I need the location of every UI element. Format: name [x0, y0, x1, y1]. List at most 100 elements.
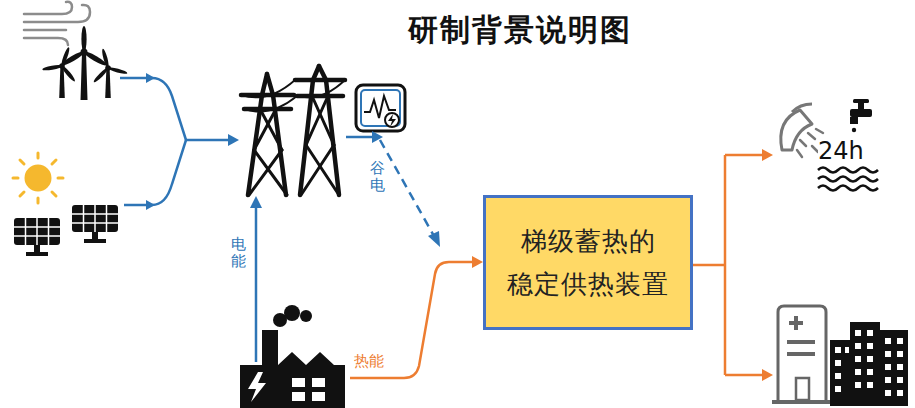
sun-symbol — [52, 160, 56, 164]
power-line — [380, 140, 434, 236]
null — [25, 218, 27, 245]
null — [867, 369, 873, 375]
null — [42, 64, 62, 71]
heat-line — [725, 154, 764, 157]
null — [897, 390, 903, 396]
arrow-head — [472, 256, 483, 268]
building-icon — [772, 400, 832, 404]
null — [818, 168, 878, 191]
null — [818, 177, 878, 182]
icon-label: 24h — [818, 137, 864, 165]
power-plant-icon — [312, 392, 325, 401]
building-icon — [880, 330, 908, 406]
power-plant-icon — [248, 372, 266, 402]
null — [867, 382, 873, 388]
null — [885, 364, 891, 370]
null — [36, 218, 38, 245]
shower-icon — [850, 117, 858, 124]
null — [818, 168, 878, 173]
transmission-tower — [254, 109, 276, 150]
null — [867, 356, 873, 362]
shower-icon — [853, 99, 869, 103]
building-icon — [787, 340, 815, 344]
null — [835, 373, 841, 379]
null — [94, 205, 96, 232]
heat-line — [350, 155, 764, 378]
building-icon — [796, 378, 809, 400]
null — [81, 52, 88, 100]
shower-icon — [852, 128, 856, 132]
transmission-tower — [267, 74, 273, 95]
building-icon — [787, 352, 815, 356]
device-box: 梯级蓄热的 稳定供热装置 — [483, 195, 693, 330]
null — [59, 63, 65, 69]
wind-symbol — [24, 2, 90, 45]
transmission-tower — [301, 145, 334, 195]
meter-icon — [388, 114, 396, 127]
null — [83, 205, 85, 232]
meter-icon — [356, 85, 405, 131]
null — [867, 330, 873, 336]
meter-icon — [385, 113, 399, 127]
transmission-tower — [294, 80, 345, 97]
null — [845, 347, 849, 353]
null — [14, 226, 60, 228]
sun-symbol — [20, 192, 24, 196]
arrow-head — [146, 200, 155, 210]
wind-symbol — [24, 38, 68, 45]
shower-icon — [781, 99, 878, 191]
transmission-tower — [306, 145, 339, 195]
wind-symbol — [24, 2, 72, 14]
null — [885, 338, 891, 344]
power-plant-icon — [284, 305, 300, 321]
null — [106, 205, 108, 232]
wind-symbol — [24, 29, 66, 32]
power-line — [255, 206, 258, 362]
arrow-head — [762, 149, 773, 161]
arrow-head — [372, 131, 383, 143]
power-line — [255, 206, 258, 362]
arrow-head — [472, 149, 773, 381]
box-text: 梯级蓄热的 稳定供热装置 — [486, 220, 690, 304]
sun-symbol — [37, 153, 40, 158]
transmission-tower — [241, 66, 345, 195]
null — [885, 390, 891, 396]
null — [897, 364, 903, 370]
solar-panel — [34, 245, 40, 253]
transmission-tower — [295, 78, 345, 83]
heat-line — [724, 155, 727, 375]
transmission-tower — [254, 150, 287, 195]
solar-panel — [84, 239, 106, 243]
transmission-tower — [241, 80, 295, 97]
null — [855, 382, 861, 388]
power-plant-icon — [292, 378, 305, 387]
sun-symbol — [52, 192, 56, 196]
heat-line — [725, 374, 764, 377]
null — [105, 65, 111, 71]
power-line — [120, 78, 186, 140]
null — [14, 218, 60, 245]
line-label: 谷电 — [370, 160, 385, 193]
transmission-tower — [319, 66, 326, 80]
null — [885, 377, 891, 383]
null — [72, 205, 118, 232]
null — [835, 360, 841, 366]
solar-panel — [26, 252, 48, 256]
building-icon — [772, 306, 908, 406]
sun-symbol — [37, 198, 40, 203]
solar-panel — [14, 218, 60, 245]
null — [855, 343, 861, 349]
null — [867, 343, 873, 349]
line-label: 电能 — [231, 236, 246, 269]
transmission-tower — [249, 150, 282, 195]
meter-icon — [361, 90, 400, 126]
shower-icon — [858, 102, 864, 110]
null — [808, 133, 815, 139]
power-plant-icon — [300, 310, 312, 322]
transmission-tower — [244, 96, 297, 112]
wind-turbine — [42, 26, 128, 100]
null — [81, 26, 86, 52]
null — [42, 47, 76, 98]
null — [105, 68, 111, 98]
transmission-tower — [306, 96, 328, 145]
